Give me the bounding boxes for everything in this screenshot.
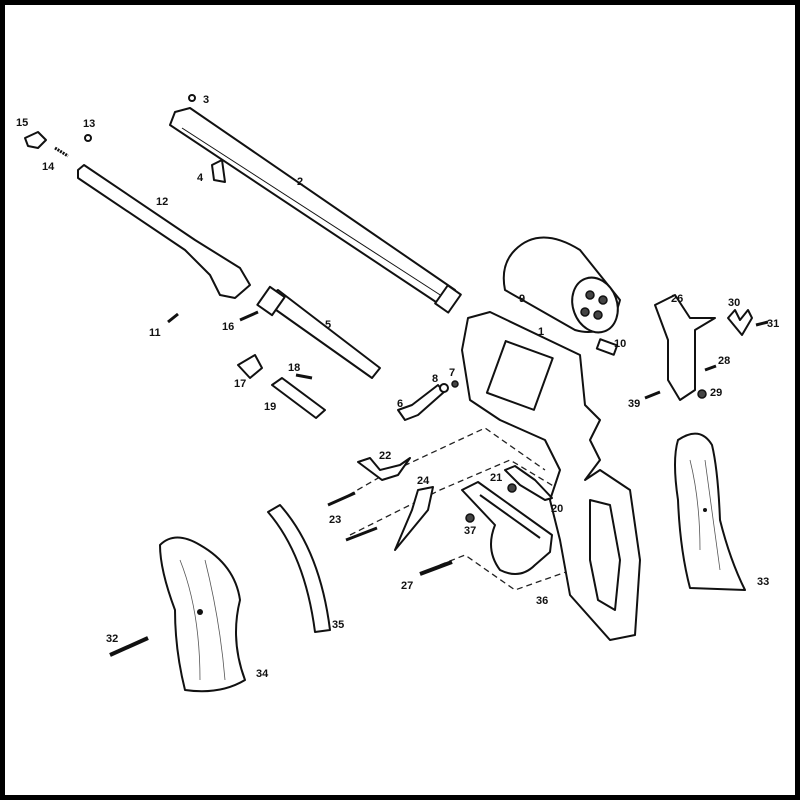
base-pin-bushing <box>595 338 619 356</box>
washer <box>439 383 449 393</box>
label-36: 36 <box>536 595 548 607</box>
label-20: 20 <box>551 503 563 515</box>
backstrap <box>267 504 331 633</box>
label-12: 12 <box>156 196 168 208</box>
ejector-rod-housing <box>77 164 251 299</box>
label-33: 33 <box>757 576 769 588</box>
screw <box>419 560 453 576</box>
label-1: 1 <box>538 326 544 338</box>
hammer-pin <box>704 364 717 372</box>
label-22: 22 <box>379 450 391 462</box>
screw <box>755 320 769 327</box>
grip-frame-opening <box>589 499 621 611</box>
cylinder <box>502 236 621 334</box>
assembly-line <box>349 459 561 536</box>
assembly-line <box>439 554 601 591</box>
label-9: 9 <box>519 293 525 305</box>
label-15: 15 <box>16 117 28 129</box>
label-8: 8 <box>432 373 438 385</box>
ejector-spring-pin <box>84 134 92 142</box>
label-19: 19 <box>264 401 276 413</box>
label-5: 5 <box>325 319 331 331</box>
frame-window <box>485 340 554 411</box>
part-labels: 1 2 3 4 5 6 7 8 9 10 11 12 13 14 15 16 1… <box>16 94 779 680</box>
label-16: 16 <box>222 321 234 333</box>
label-28: 28 <box>718 355 730 367</box>
label-2: 2 <box>297 176 303 188</box>
screw <box>644 390 661 400</box>
screw <box>167 312 179 324</box>
spring <box>507 483 517 493</box>
diagram-canvas: 1 2 3 4 5 6 7 8 9 10 11 12 13 14 15 16 1… <box>16 94 779 693</box>
screw <box>327 491 356 507</box>
screw <box>345 526 378 542</box>
guard-slot <box>479 494 541 539</box>
bolt-spring <box>727 309 753 336</box>
hammer <box>654 294 716 401</box>
bolt <box>504 465 553 501</box>
label-27: 27 <box>401 580 413 592</box>
label-17: 17 <box>234 378 246 390</box>
label-14: 14 <box>42 161 55 173</box>
label-7: 7 <box>449 367 455 379</box>
ejector-rod-head <box>256 285 286 317</box>
ejector-spring <box>54 146 69 158</box>
screw <box>451 380 459 388</box>
label-3: 3 <box>203 94 209 106</box>
label-29: 29 <box>710 387 722 399</box>
label-30: 30 <box>728 297 740 309</box>
label-10: 10 <box>614 338 626 350</box>
left-grip-panel <box>159 536 246 693</box>
label-31: 31 <box>767 318 779 330</box>
barrel-thread <box>434 284 462 314</box>
label-39: 39 <box>628 398 640 410</box>
right-grip-panel <box>674 432 746 591</box>
label-13: 13 <box>83 118 95 130</box>
assembly-line <box>394 427 546 471</box>
grip-screw <box>109 636 149 657</box>
screw <box>239 310 259 322</box>
label-23: 23 <box>329 514 341 526</box>
cylinder-pin <box>271 377 326 419</box>
front-sight <box>188 94 196 102</box>
hand <box>397 384 445 421</box>
ejector-head <box>24 131 47 149</box>
roller <box>697 389 707 399</box>
label-26: 26 <box>671 293 683 305</box>
label-21: 21 <box>490 472 502 484</box>
label-32: 32 <box>106 633 118 645</box>
label-6: 6 <box>397 398 403 410</box>
cylinder-pin-latch <box>237 354 263 379</box>
screw <box>465 513 475 523</box>
label-4: 4 <box>197 172 204 184</box>
hand-spring <box>357 457 411 481</box>
trigger-guard <box>461 481 553 575</box>
barrel-lug <box>211 159 226 183</box>
trigger <box>394 486 434 551</box>
label-18: 18 <box>288 362 300 374</box>
label-34: 34 <box>256 668 269 680</box>
label-35: 35 <box>332 619 344 631</box>
label-11: 11 <box>149 327 161 339</box>
label-37: 37 <box>464 525 476 537</box>
latch-pin <box>295 373 313 380</box>
label-24: 24 <box>417 475 430 487</box>
